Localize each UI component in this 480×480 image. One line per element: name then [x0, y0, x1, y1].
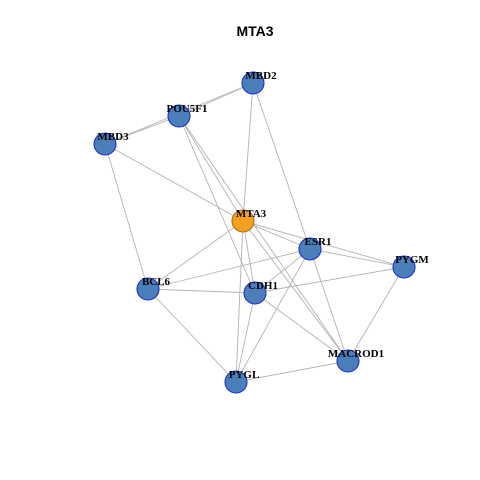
edge-mbd3-bcl6	[104, 143, 149, 290]
edge-mta3-esr1	[242, 220, 311, 250]
nodes-layer	[93, 71, 416, 394]
edge-esr1-macrod1	[309, 248, 349, 362]
node-mbd3	[93, 132, 117, 156]
node-cdh1	[243, 281, 267, 305]
edge-pygm-cdh1	[254, 266, 405, 294]
edge-esr1-cdh1	[254, 248, 311, 294]
edge-mta3-bcl6	[147, 220, 244, 290]
edge-bcl6-cdh1	[147, 288, 256, 294]
edge-mta3-pygm	[242, 220, 405, 268]
edge-macrod1-pygl	[235, 360, 349, 383]
edge-cdh1-pygl	[235, 292, 256, 383]
diagram-title: MTA3	[236, 23, 273, 39]
edge-mbd2-mta3	[242, 82, 254, 222]
node-label-bcl6: BCL6	[142, 276, 171, 288]
node-esr1	[298, 237, 322, 261]
node-label-macrod1: MACROD1	[328, 348, 384, 360]
edge-pou5f1-cdh1	[178, 115, 256, 294]
edge-mta3-pygl	[235, 220, 244, 383]
edge-cdh1-macrod1	[254, 292, 349, 362]
node-mbd2	[241, 71, 265, 95]
edge-pygm-macrod1	[347, 266, 405, 362]
node-pygl	[224, 370, 248, 394]
edge-pou5f1-macrod1	[178, 115, 349, 362]
edge-esr1-pygl	[235, 248, 311, 383]
node-label-mbd2: MBD2	[245, 70, 277, 82]
node-pygm	[392, 255, 416, 279]
node-bcl6	[136, 277, 160, 301]
edge-pou5f1-mbd3	[104, 115, 180, 145]
edge-mta3-cdh1	[242, 220, 256, 294]
node-pou5f1	[167, 104, 191, 128]
edge-mbd3-mta3	[104, 143, 244, 222]
edge-mbd2-esr1	[252, 82, 311, 250]
edge-pou5f1-mta3	[178, 115, 244, 222]
edge-mta3-macrod1	[242, 220, 349, 362]
edge-bcl6-pygl	[147, 288, 237, 383]
node-label-pygl: PYGL	[229, 369, 260, 381]
node-macrod1	[336, 349, 360, 373]
node-label-mta3: MTA3	[236, 208, 267, 220]
node-label-mbd3: MBD3	[97, 131, 129, 143]
node-label-cdh1: CDH1	[248, 280, 278, 292]
edge-esr1-pygm	[309, 248, 405, 268]
node-label-pou5f1: POU5F1	[167, 103, 208, 115]
node-label-esr1: ESR1	[305, 236, 332, 248]
node-label-pygm: PYGM	[395, 254, 429, 266]
edges-layer	[104, 82, 405, 383]
node-mta3	[231, 209, 255, 233]
edge-esr1-bcl6	[147, 248, 311, 290]
